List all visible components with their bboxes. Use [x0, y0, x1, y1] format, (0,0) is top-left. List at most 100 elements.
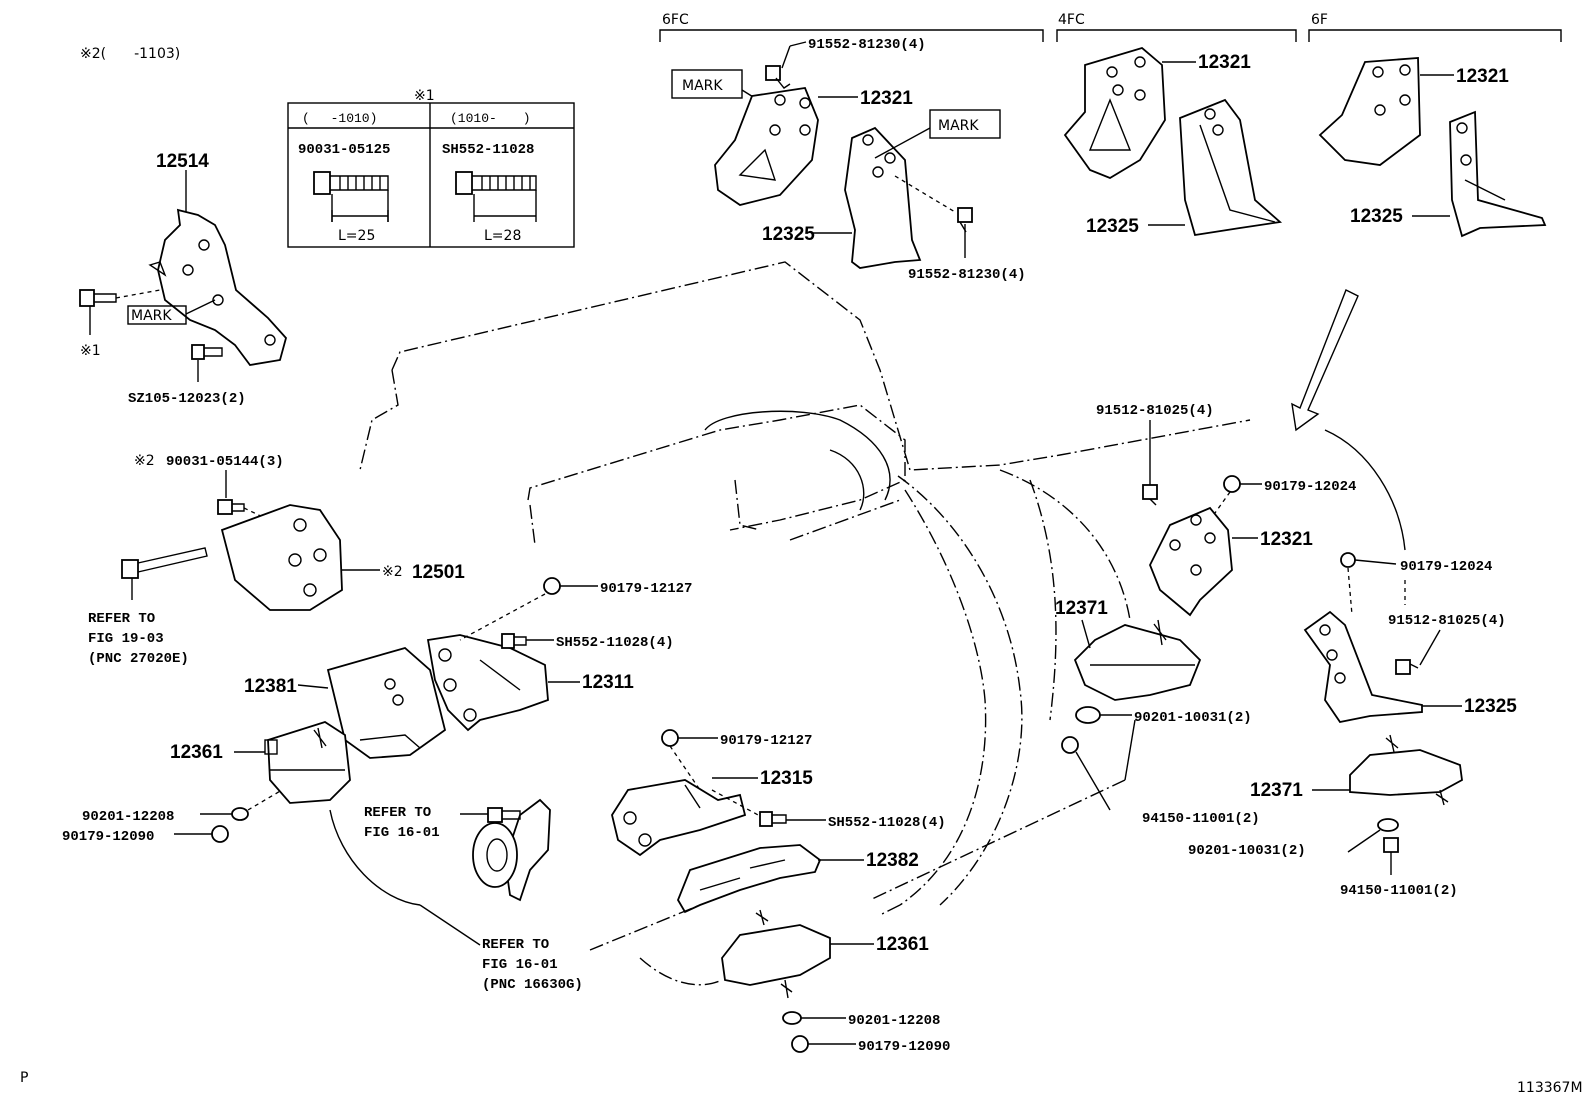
ref-2-line-1: REFER TO	[364, 805, 431, 821]
label-12321-6fc: 12321	[860, 88, 913, 109]
bracket-12315-shape	[611, 779, 747, 857]
note-2-range: ※2( -1103)	[80, 46, 180, 62]
label-12371-b: 12371	[1250, 780, 1303, 801]
variant-4fc-label: 4FC	[1058, 12, 1085, 28]
mark-2-a: ※2	[134, 453, 155, 469]
label-12361-a: 12361	[170, 742, 223, 763]
long-bolt-icon	[121, 547, 208, 579]
insulator-12361-a-shape	[264, 721, 351, 804]
nut-icon	[1223, 475, 1241, 493]
mark-label-1: MARK	[131, 308, 172, 324]
footer-left: P	[20, 1070, 28, 1086]
nut-icon	[1383, 837, 1399, 853]
bolt-icon	[79, 289, 117, 307]
bracket-12501-shape	[220, 504, 343, 611]
fastener-94150-a: 94150-11001(2)	[1142, 811, 1260, 827]
bolt-icon	[191, 344, 223, 360]
ref-1-line-2: FIG 19-03	[88, 631, 164, 647]
label-12325-6f: 12325	[1350, 206, 1403, 227]
bracket-12321-6fc-shape	[714, 87, 819, 206]
insulator-12382-shape	[677, 844, 822, 914]
label-12501: 12501	[412, 562, 465, 583]
fastener-sh552-a: SH552-11028(4)	[556, 635, 674, 651]
label-12382: 12382	[866, 850, 919, 871]
fastener-90201-12208-b: 90201-12208	[848, 1013, 940, 1029]
nut-icon	[791, 1035, 809, 1053]
label-12514: 12514	[156, 151, 209, 172]
table-col1-range: ( -1010)	[302, 111, 377, 126]
washer-icon	[1075, 706, 1101, 724]
fastener-90179-12090-a: 90179-12090	[62, 829, 154, 845]
ref-2-line-2: FIG 16-01	[364, 825, 440, 841]
bolt-icon	[487, 807, 521, 823]
pulley-shape	[472, 798, 551, 902]
bracket-12325-6f-shape	[1449, 110, 1547, 238]
nut-icon	[211, 825, 229, 843]
label-12321-6f: 12321	[1456, 66, 1509, 87]
nut-icon	[1340, 552, 1356, 568]
transmission-outline	[704, 410, 891, 511]
ref-3-line-2: FIG 16-01	[482, 957, 558, 973]
label-12325-6fc: 12325	[762, 224, 815, 245]
fastener-90179-12024-b: 90179-12024	[1400, 559, 1492, 575]
label-12361-b: 12361	[876, 934, 929, 955]
bracket-12321-6f-shape	[1318, 57, 1421, 166]
fastener-90031-05144: 90031-05144(3)	[166, 454, 284, 470]
bracket-12325-r-shape	[1303, 610, 1423, 723]
mark-label-3: MARK	[938, 118, 979, 134]
label-12381: 12381	[244, 676, 297, 697]
fastener-91512-a: 91512-81025(4)	[1096, 403, 1214, 419]
table-col2-length: L=28	[484, 228, 521, 244]
fastener-90179-12090-b: 90179-12090	[858, 1039, 950, 1055]
fastener-sz105: SZ105-12023(2)	[128, 391, 246, 407]
fastener-91512-b: 91512-81025(4)	[1388, 613, 1506, 629]
bolt-icon	[1395, 659, 1419, 675]
label-12371-a: 12371	[1055, 598, 1108, 619]
note-1-mark: ※1	[414, 88, 435, 104]
variant-brackets	[659, 29, 1562, 42]
insulator-12361-b-shape	[721, 909, 831, 999]
insulator-12381-shape	[326, 646, 447, 759]
fastener-90201-12208-a: 90201-12208	[82, 809, 174, 825]
illustration-code: 113367M	[1517, 1080, 1583, 1096]
mark-1-ref: ※1	[80, 343, 101, 359]
variant-6fc-label: 6FC	[662, 12, 689, 28]
ref-3-line-3: (PNC 16630G)	[482, 977, 583, 993]
bracket-12321-r-shape	[1149, 506, 1233, 617]
bolt-icon	[217, 499, 245, 515]
fastener-90179-12127-a: 90179-12127	[600, 581, 692, 597]
variant-6f-label: 6F	[1311, 12, 1328, 28]
bolt-icon	[501, 633, 527, 649]
mark-2-b: ※2	[382, 564, 403, 580]
label-12325-r: 12325	[1464, 696, 1517, 717]
engine-outline	[359, 261, 1251, 916]
fastener-94150-b: 94150-11001(2)	[1340, 883, 1458, 899]
fastener-90179-12024-a: 90179-12024	[1264, 479, 1356, 495]
ref-3-line-1: REFER TO	[482, 937, 549, 953]
bracket-12325-6fc-shape	[844, 126, 922, 269]
insulator-12371-b-shape	[1349, 734, 1463, 806]
bolt-icon	[1142, 484, 1158, 506]
nut-icon	[1061, 736, 1079, 754]
bracket-12514-shape	[148, 208, 287, 366]
table-col2-part: SH552-11028	[442, 142, 534, 158]
bracket-12321-4fc-shape	[1063, 46, 1166, 180]
fastener-sh552-b: SH552-11028(4)	[828, 815, 946, 831]
bolt-icon	[765, 65, 791, 89]
label-12321-4fc: 12321	[1198, 52, 1251, 73]
washer-icon	[1377, 818, 1399, 832]
label-12315: 12315	[760, 768, 813, 789]
ref-1-line-3: (PNC 27020E)	[88, 651, 189, 667]
nut-icon	[543, 577, 561, 595]
mark-label-2: MARK	[682, 78, 723, 94]
ref-1-line-1: REFER TO	[88, 611, 155, 627]
fastener-91552-top: 91552-81230(4)	[808, 37, 926, 53]
label-12325-4fc: 12325	[1086, 216, 1139, 237]
direction-arrow-icon	[1291, 289, 1359, 432]
table-col1-length: L=25	[338, 228, 375, 244]
fastener-91552-bot: 91552-81230(4)	[908, 267, 1026, 283]
fastener-90201-10031-b: 90201-10031(2)	[1188, 843, 1306, 859]
label-12311: 12311	[582, 672, 634, 693]
insulator-12371-a-shape	[1073, 619, 1202, 701]
